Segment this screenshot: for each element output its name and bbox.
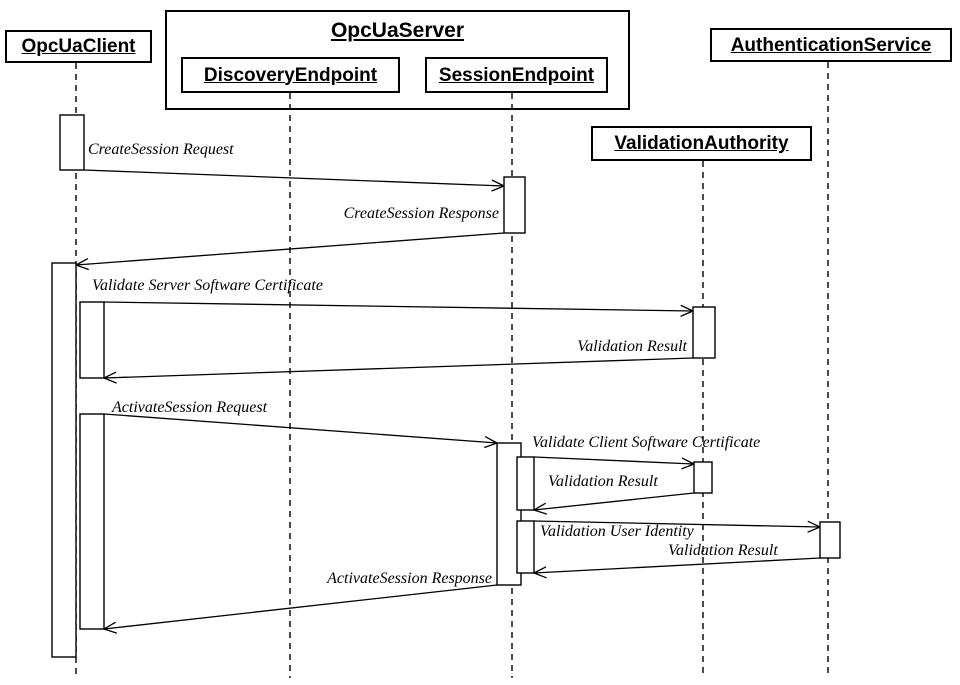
message-line-m4 (103, 357, 694, 379)
message-line-m8 (533, 520, 821, 528)
message-line-m7 (533, 492, 695, 511)
message-label-m9: Validation Result (668, 542, 778, 559)
message-label-m2: CreateSession Response (343, 205, 499, 222)
message-label-m1: CreateSession Request (88, 141, 234, 158)
activation-bar-act-client-4 (79, 413, 105, 630)
message-line-m3 (103, 301, 694, 312)
group-title-opcuaserver: OpcUaServer (330, 19, 465, 42)
message-arrowhead-m10 (103, 621, 118, 634)
message-arrowhead-m3 (680, 304, 694, 317)
message-line-m2 (75, 232, 505, 266)
message-arrowhead-m7 (533, 502, 548, 515)
participant-label-auth: AuthenticationService (730, 34, 932, 56)
message-arrowhead-m4 (103, 371, 117, 384)
participant-label-validation: ValidationAuthority (614, 133, 789, 154)
participant-label-session: SessionEndpoint (438, 64, 595, 86)
participant-box-client[interactable]: OpcUaClient (5, 30, 152, 63)
message-label-m3: Validate Server Software Certificate (92, 277, 323, 294)
message-line-m5 (103, 413, 498, 444)
message-label-m8: Validation User Identity (540, 523, 694, 540)
message-line-m1 (83, 169, 505, 187)
activation-bar-act-valid-1 (692, 306, 716, 359)
message-arrowhead-m9 (533, 566, 547, 579)
message-label-m5: ActivateSession Request (112, 399, 268, 416)
message-line-m6 (533, 456, 695, 465)
activation-bar-act-session-3 (516, 456, 535, 511)
message-line-m10 (103, 584, 498, 630)
participant-label-discovery: DiscoveryEndpoint (203, 64, 378, 86)
message-label-m4: Validation Result (577, 338, 687, 355)
participant-box-auth[interactable]: AuthenticationService (710, 28, 952, 62)
message-line-m9 (533, 557, 821, 574)
message-arrowhead-m8 (807, 520, 821, 533)
activation-bar-act-client-1 (59, 114, 85, 171)
activation-bar-act-auth-1 (819, 521, 841, 559)
message-arrowhead-m1 (491, 179, 505, 192)
message-label-m10: ActivateSession Response (327, 570, 492, 587)
participant-box-discovery[interactable]: DiscoveryEndpoint (181, 57, 400, 93)
message-label-m6: Validate Client Software Certificate (532, 434, 761, 451)
activation-bar-act-session-4 (516, 520, 535, 574)
activation-bar-act-client-2 (51, 262, 77, 658)
message-arrowhead-m6 (681, 457, 695, 470)
participant-box-session[interactable]: SessionEndpoint (425, 57, 608, 93)
message-arrowhead-m2 (75, 258, 89, 271)
group-box-opcuaserver (165, 10, 630, 110)
activation-bar-act-session-1 (503, 176, 526, 234)
message-arrowhead-m5 (484, 436, 498, 449)
message-label-m7: Validation Result (548, 473, 658, 490)
activation-bar-act-valid-2 (693, 461, 713, 494)
activation-bar-act-client-3 (79, 301, 105, 379)
participant-box-validation[interactable]: ValidationAuthority (591, 126, 812, 161)
participant-label-client: OpcUaClient (21, 36, 136, 57)
